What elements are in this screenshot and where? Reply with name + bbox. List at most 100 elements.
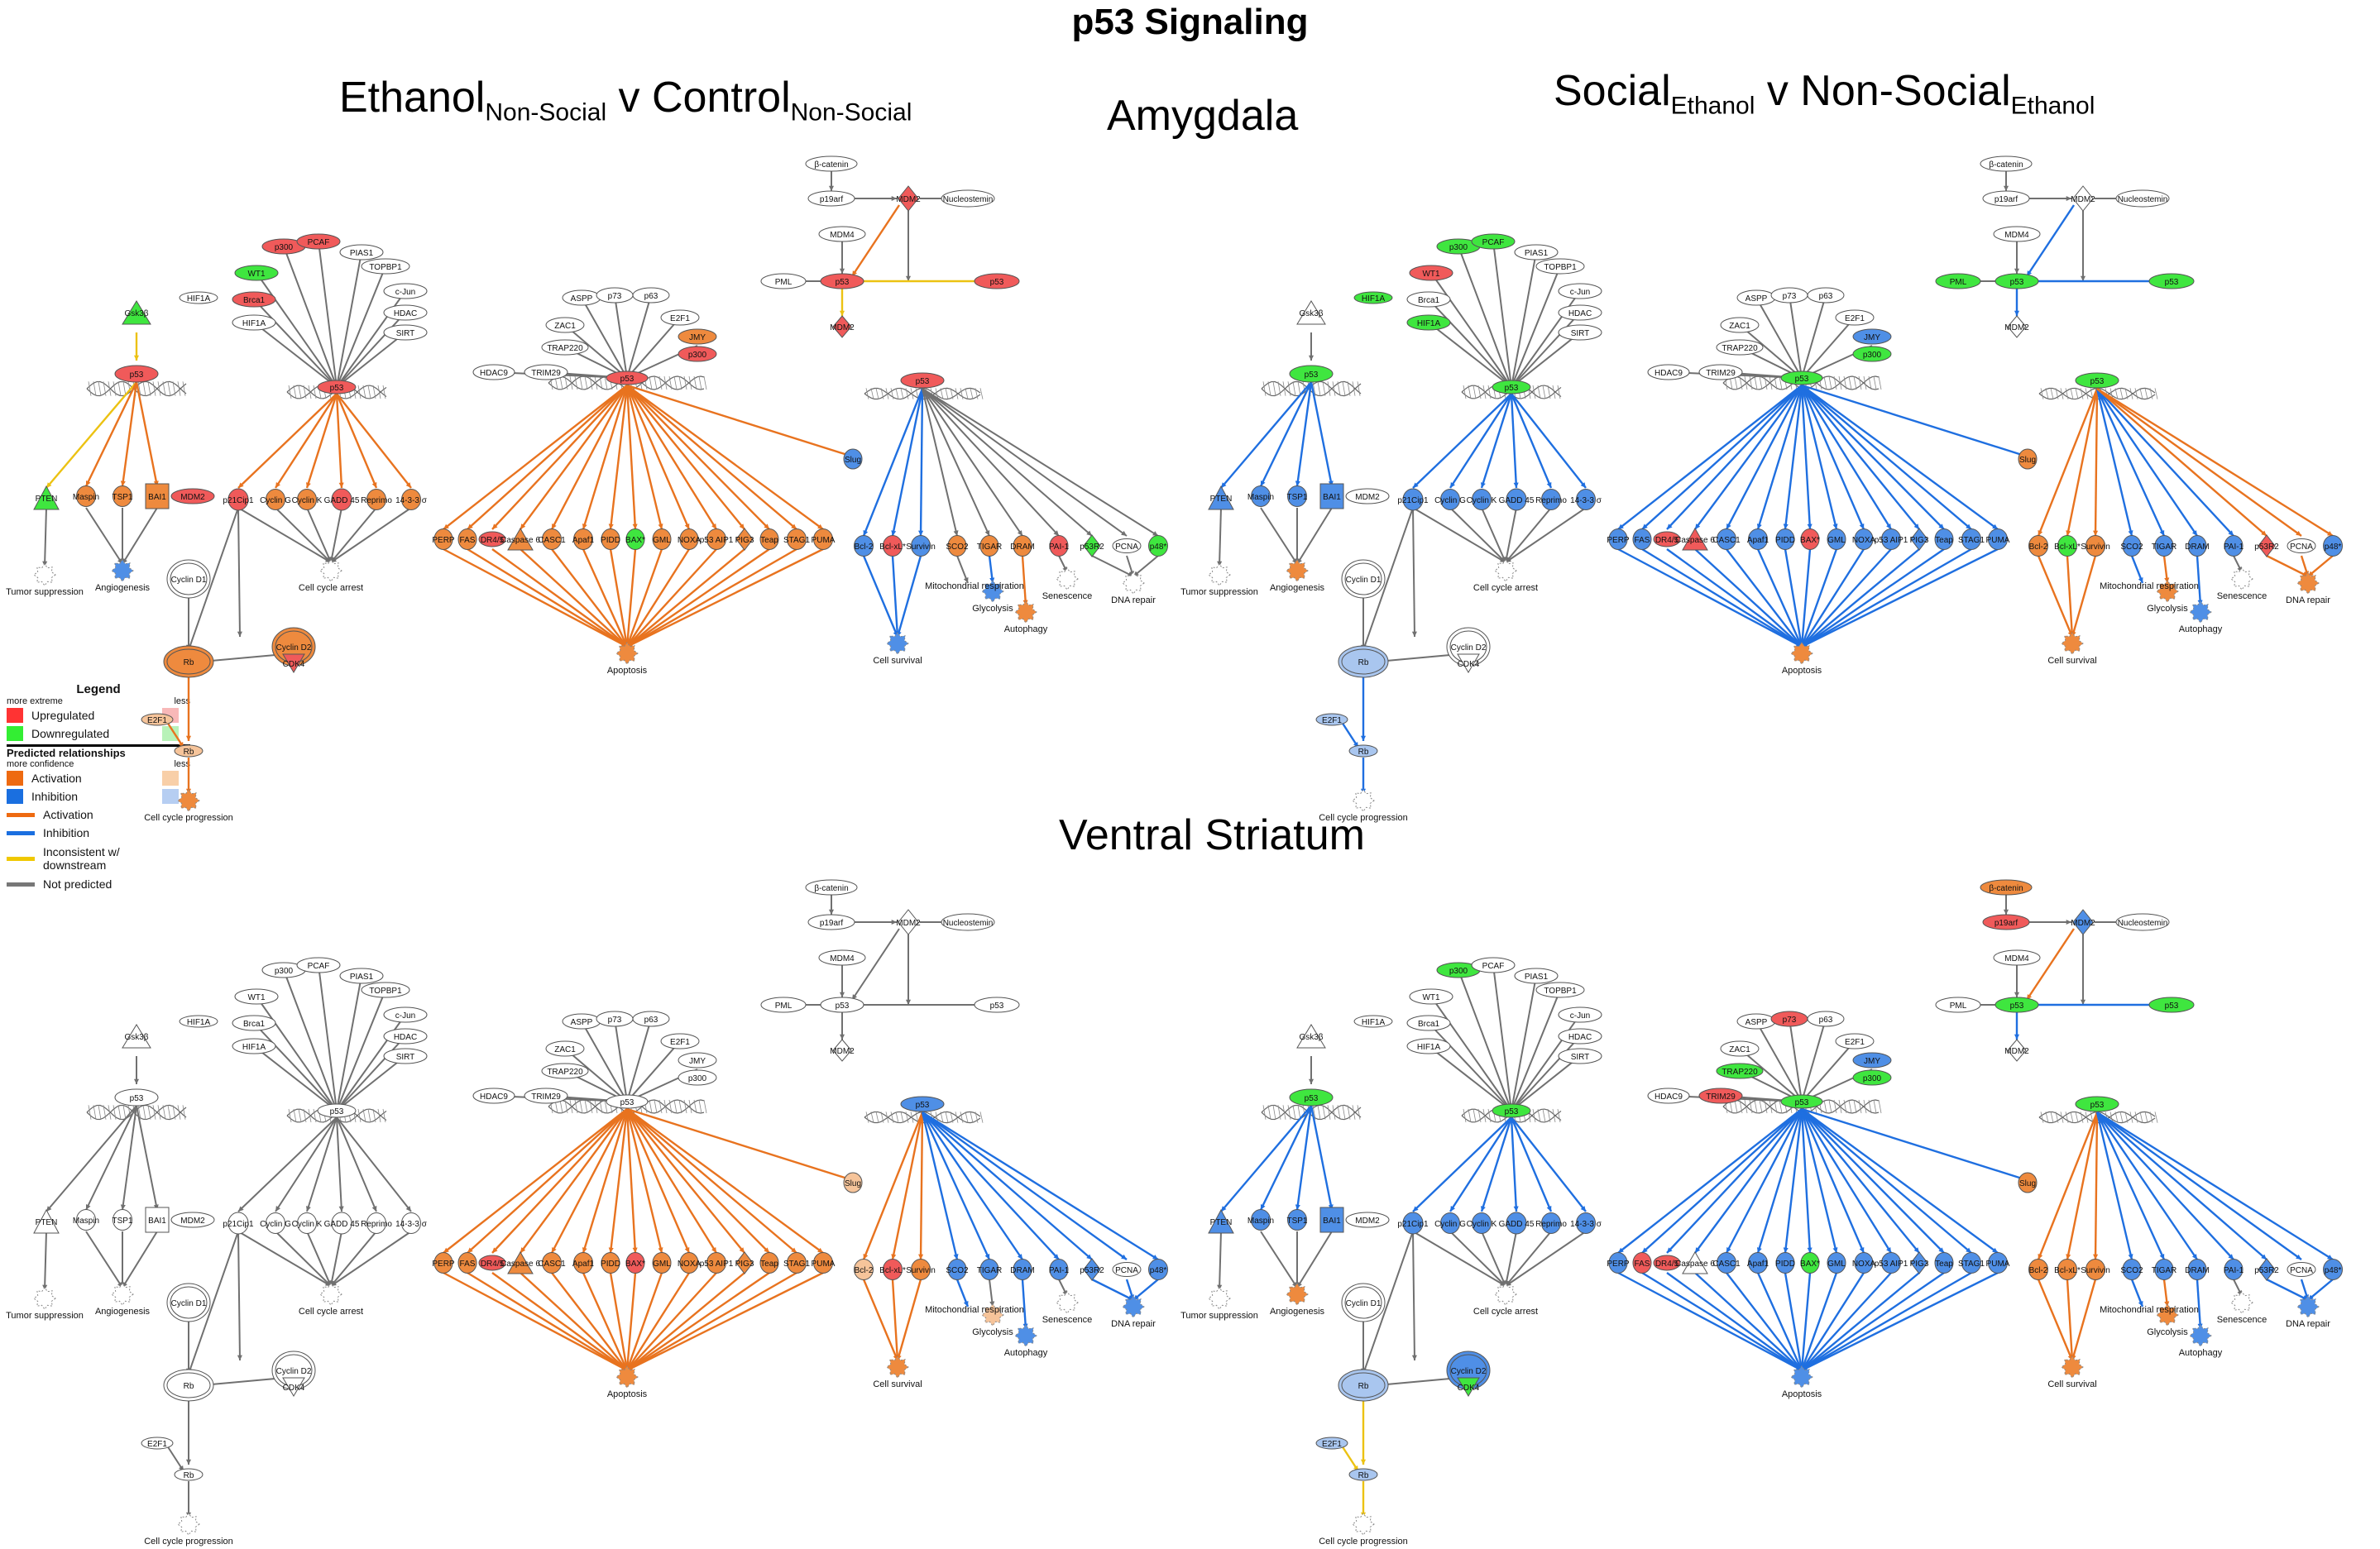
gene-label: Bcl-2 bbox=[2029, 1266, 2048, 1275]
phenotype-label: Cell survival bbox=[2047, 656, 2096, 666]
pathway-edge bbox=[237, 507, 241, 638]
gene-label: GADD 45 bbox=[324, 496, 360, 505]
gene-node-dram: DRAM bbox=[2185, 535, 2210, 557]
phenotype-label: DNA repair bbox=[1111, 1319, 1156, 1329]
gene-node-cjun: c-Jun bbox=[383, 283, 428, 299]
gene-node-rb: Rb bbox=[174, 744, 204, 758]
gene-node-p53: p53 bbox=[1995, 997, 2039, 1013]
gene-label: MDM2 bbox=[896, 919, 921, 928]
gene-label: MDM4 bbox=[2004, 231, 2029, 240]
gene-label: p53 bbox=[1795, 375, 1809, 384]
gene-node-pig3: PIG3 bbox=[1910, 528, 1929, 551]
pathway-edge bbox=[626, 317, 681, 379]
gene-label: JMY bbox=[689, 333, 706, 342]
edge-arrowhead bbox=[963, 577, 969, 583]
gene-label: TRAP220 bbox=[547, 344, 583, 353]
gene-node-sirt: SIRT bbox=[383, 324, 428, 341]
phenotype-label: Cell cycle progression bbox=[1319, 1537, 1408, 1547]
gene-node-pai1: PAI-1 bbox=[2224, 535, 2244, 557]
pathway-edge bbox=[2196, 555, 2202, 606]
pathway-edge bbox=[467, 547, 628, 648]
edge-arrowhead bbox=[891, 1254, 897, 1260]
dna-helix bbox=[1261, 380, 1362, 397]
pathway-edge bbox=[2096, 1111, 2334, 1261]
pathway-edge bbox=[921, 1112, 959, 1260]
gene-node-p53aip1: p53 AIP1 bbox=[1875, 1252, 1908, 1274]
phenotype-label: Angiogenesis bbox=[1270, 1307, 1325, 1317]
pathway-edge bbox=[2025, 204, 2076, 277]
pathway-edge bbox=[2037, 555, 2074, 638]
gene-node-p73: p73 bbox=[1770, 287, 1808, 304]
pathway-edge bbox=[626, 1272, 717, 1371]
phenotype-apoptosis: Apoptosis bbox=[1782, 1365, 1822, 1399]
gene-label: p300 bbox=[1449, 967, 1468, 976]
gene-node-p53: p53 bbox=[606, 1094, 649, 1109]
gene-label: Bcl-xL* bbox=[879, 1266, 906, 1275]
gene-label: Apaf1 bbox=[1747, 536, 1769, 545]
gene-label: Rb bbox=[184, 748, 194, 757]
pathway-edge bbox=[1641, 1108, 1803, 1254]
edge-arrowhead bbox=[2228, 530, 2234, 536]
gene-node-perp: PERP bbox=[1607, 1252, 1630, 1274]
gene-label: p48* bbox=[1150, 543, 1167, 552]
gene-label: p63 bbox=[644, 292, 658, 301]
legend-activation-label: Activation bbox=[31, 772, 82, 785]
gene-node-s1433: 14-3-3 σ bbox=[395, 489, 428, 510]
gene-node-p53: p53 bbox=[974, 273, 1020, 289]
pathway-edge bbox=[1511, 975, 1537, 1112]
edge-arrowhead bbox=[1859, 524, 1865, 529]
gene-node-cjun: c-Jun bbox=[383, 1006, 428, 1023]
gene-label: Rb bbox=[1358, 1471, 1369, 1480]
gene-node-cdk4: CDK4 bbox=[282, 1377, 305, 1397]
gene-node-fas: FAS bbox=[457, 1252, 477, 1274]
edge-arrowhead bbox=[1726, 524, 1731, 529]
gene-node-tigar: TIGAR bbox=[977, 1259, 1002, 1280]
gene-node-p53: p53 bbox=[1780, 371, 1823, 385]
gene-label: ZAC1 bbox=[1729, 322, 1750, 331]
pathway-edge bbox=[581, 297, 628, 379]
gene-label: MDM2 bbox=[1355, 493, 1380, 502]
pathway-edge bbox=[1800, 1108, 1812, 1254]
gene-node-p53: p53 bbox=[1780, 1094, 1823, 1109]
pathway-edge bbox=[336, 312, 406, 388]
gene-node-gadd45: GADD 45 bbox=[1499, 488, 1535, 511]
pathway-edge bbox=[2095, 1112, 2133, 1260]
legend-activation-pale-swatch bbox=[162, 771, 179, 786]
edge-arrowhead bbox=[2066, 1254, 2071, 1260]
pathway-edge bbox=[1784, 548, 1803, 648]
edge-arrowhead bbox=[839, 310, 845, 316]
gene-node-pcna: PCNA bbox=[2287, 538, 2316, 553]
gene-node-hif1a: HIF1A bbox=[232, 1038, 276, 1054]
gene-label: ASPP bbox=[571, 1018, 593, 1027]
edge-arrowhead bbox=[2128, 530, 2133, 536]
gene-node-pias1: PIAS1 bbox=[1514, 968, 1559, 984]
pathway-edge bbox=[2096, 388, 2234, 537]
pathway-edge bbox=[2094, 388, 2099, 537]
gene-node-beta_catenin: β-catenin bbox=[805, 879, 858, 896]
gene-label: TSP1 bbox=[1286, 493, 1307, 502]
gene-label: HDAC9 bbox=[480, 369, 508, 378]
gene-node-pten: PTEN bbox=[33, 1208, 60, 1234]
edge-arrowhead bbox=[1618, 524, 1624, 529]
pathway-edge bbox=[305, 393, 338, 489]
gene-label: p48* bbox=[1150, 1266, 1167, 1275]
gene-node-trim29: TRIM29 bbox=[1698, 1088, 1743, 1104]
phenotype-cellcyclearrest: Cell cycle arrest bbox=[299, 559, 363, 593]
gene-node-topbp1: TOPBP1 bbox=[361, 982, 410, 998]
gene-label: PAI-1 bbox=[1049, 1266, 1070, 1275]
gene-label: p53 bbox=[2010, 278, 2024, 287]
phenotype-tumorsuppression: Tumor suppression bbox=[6, 1287, 84, 1321]
pathway-edge bbox=[1800, 385, 1812, 530]
gene-label: PCNA bbox=[1115, 543, 1138, 552]
pathway-edge bbox=[626, 547, 824, 648]
edge-arrowhead bbox=[305, 1206, 311, 1212]
gene-node-p53aip1: p53 AIP1 bbox=[700, 1252, 734, 1274]
pathway-edge bbox=[122, 1231, 158, 1288]
gene-label: Cyclin D2 bbox=[276, 1367, 312, 1376]
pathway-edge bbox=[1694, 1108, 1803, 1254]
gene-node-cyclind1: Cyclin D1 bbox=[166, 1283, 211, 1322]
pathway-edge bbox=[625, 385, 718, 530]
gene-node-fas: FAS bbox=[457, 528, 477, 550]
pathway-edge bbox=[1510, 393, 1518, 489]
gene-node-rb: Rb bbox=[1338, 1369, 1389, 1402]
